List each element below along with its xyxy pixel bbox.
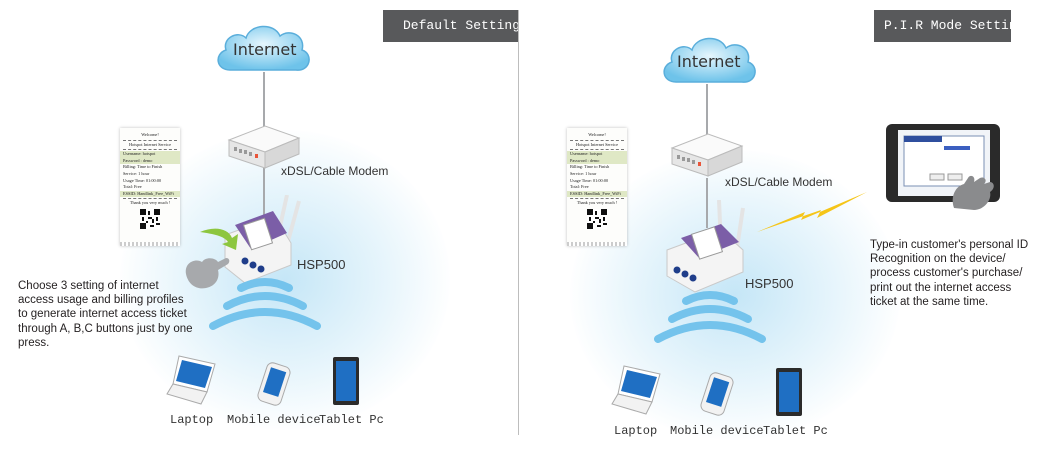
internet-label: Internet — [677, 52, 741, 71]
device-label-laptop: Laptop — [614, 424, 658, 438]
internet-cloud-icon — [663, 37, 756, 83]
receipt-line: Service: 1 hour — [570, 170, 597, 176]
mobile-device-icon — [700, 372, 734, 416]
press-arrow-icon — [200, 228, 238, 250]
panel-title-tag: Default Setting — [383, 10, 520, 42]
receipt-thanks: Thank you very much ! — [129, 200, 171, 206]
receipt-line: Billing: Time to Finish — [570, 164, 610, 170]
receipt-line: ESSID: Handlink_Free_WiFi — [120, 190, 180, 198]
internet-ticket-receipt: Welcome! Hotspot Internet Service Userna… — [120, 128, 180, 246]
tablet-pc-icon — [776, 368, 802, 416]
receipt-line: Usage Time: 01:00:00 — [123, 177, 162, 183]
panel-divider — [518, 10, 519, 435]
device-label-tablet: Tablet Pc — [319, 413, 384, 427]
connection-line — [263, 72, 265, 130]
device-label-mobile: Mobile device — [227, 413, 321, 427]
wifi-signal-icon — [654, 291, 766, 343]
internet-ticket-receipt: Welcome! Hotspot Internet Service Userna… — [567, 128, 627, 246]
receipt-line: Password : demo — [570, 157, 600, 163]
receipt-welcome: Welcome! — [141, 132, 159, 137]
device-label-tablet: Tablet Pc — [763, 424, 828, 438]
pir-tablet-icon — [886, 124, 1000, 210]
receipt-line: Username: hotspot — [123, 151, 156, 157]
internet-cloud-icon — [217, 25, 310, 71]
device-label-mobile: Mobile device — [670, 424, 764, 438]
device-label-laptop: Laptop — [170, 413, 214, 427]
qr-code-icon — [140, 208, 160, 229]
internet-label: Internet — [233, 40, 297, 59]
receipt-line: Password : demo — [123, 157, 153, 163]
receipt-line: Username: hotspot — [570, 151, 603, 157]
printer-label: HSP500 — [745, 276, 794, 291]
receipt-line: Total: Free — [570, 184, 589, 190]
modem-icon — [670, 133, 744, 177]
hsp500-printer-icon — [224, 195, 301, 284]
tablet-pc-icon — [333, 357, 359, 405]
receipt-line: Billing: Time to Finish — [123, 164, 163, 170]
qr-code-icon — [587, 208, 607, 229]
receipt-line: Service: 1 hour — [123, 170, 150, 176]
laptop-icon — [611, 365, 661, 415]
receipt-service: Hotspot Internet Service — [575, 141, 618, 147]
receipt-line: Total: Free — [123, 184, 142, 190]
connection-line — [706, 178, 708, 228]
receipt-service: Hotspot Internet Service — [128, 141, 171, 147]
modem-icon — [227, 125, 301, 169]
receipt-welcome: Welcome! — [588, 132, 606, 137]
hand-press-icon — [185, 258, 230, 289]
printer-label: HSP500 — [297, 257, 346, 272]
mobile-device-icon — [257, 362, 291, 406]
wireless-bolt-icon — [757, 192, 867, 232]
laptop-icon — [166, 355, 216, 405]
wifi-signal-icon — [209, 278, 321, 330]
modem-label: xDSL/Cable Modem — [281, 164, 389, 178]
receipt-line: Usage Time: 01:00:00 — [570, 177, 609, 183]
receipt-line: ESSID: Handlink_Free_WiFi — [567, 190, 627, 198]
connection-line — [263, 168, 265, 218]
receipt-thanks: Thank you very much ! — [576, 200, 618, 206]
modem-label: xDSL/Cable Modem — [725, 175, 833, 189]
connection-line — [706, 84, 708, 136]
panel-title-tag: P.I.R Mode Setting — [874, 10, 1024, 42]
hsp500-printer-icon — [666, 200, 745, 293]
pir-mode-description: Type-in customer's personal ID Recogniti… — [870, 239, 1029, 308]
default-setting-description: Choose 3 setting of internet access usag… — [18, 280, 193, 349]
